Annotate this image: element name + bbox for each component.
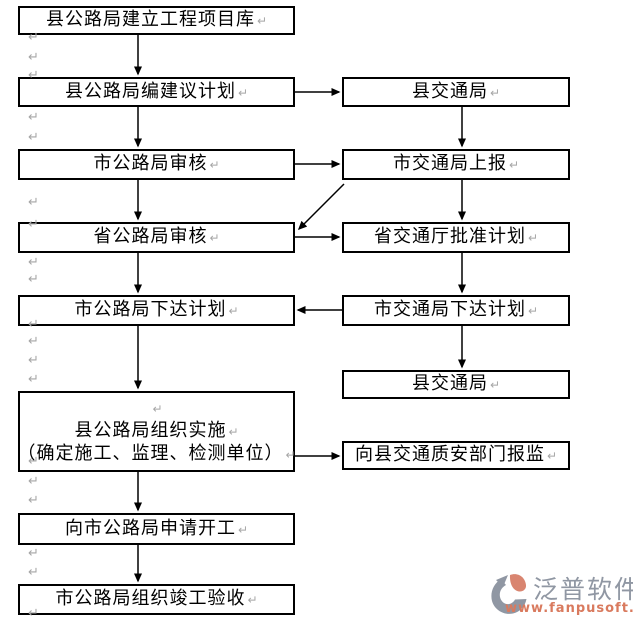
return-mark-icon: ↵: [228, 304, 239, 318]
return-mark-icon: ↵: [28, 454, 39, 469]
return-mark-icon: ↵: [209, 231, 220, 245]
flow-node-city-highway-review: 市公路局审核↵: [18, 149, 295, 180]
flow-node-province-transport-approve: 省交通厅批准计划↵: [342, 222, 570, 253]
return-mark-icon: ↵: [527, 304, 539, 318]
node-label: 向市公路局申请开工: [64, 517, 236, 539]
flow-node-city-transport-issue-plan: 市交通局下达计划↵: [342, 295, 570, 326]
node-label: 县交通局: [411, 373, 488, 394]
return-mark-icon: ↵: [285, 447, 296, 462]
return-mark-icon: ↵: [256, 14, 268, 28]
return-mark-icon: ↵: [28, 50, 39, 65]
flow-node-apply-start-construction: 向市公路局申请开工↵: [18, 513, 295, 545]
node-label: 县公路局组织实施: [74, 419, 227, 441]
return-mark-icon: ↵: [28, 130, 39, 145]
return-mark-icon: ↵: [28, 272, 39, 287]
brand-name: 泛普软件: [533, 575, 633, 604]
node-label: 市交通局下达计划: [373, 299, 526, 320]
return-mark-icon: ↵: [28, 606, 39, 621]
return-mark-icon: ↵: [28, 30, 39, 45]
return-mark-icon: ↵: [152, 401, 163, 416]
return-mark-icon: ↵: [508, 158, 520, 172]
return-mark-icon: ↵: [489, 85, 501, 100]
return-mark-icon: ↵: [28, 493, 39, 508]
node-label: 市公路局审核: [93, 153, 208, 174]
return-mark-icon: ↵: [28, 317, 39, 332]
flow-node-city-highway-issue-plan: 市公路局下达计划↵: [18, 295, 295, 326]
flow-node-completion-acceptance: 市公路局组织竣工验收↵: [18, 584, 295, 615]
node-label: （确定施工、监理、检测单位）: [17, 442, 284, 464]
return-mark-icon: ↵: [28, 195, 39, 210]
flow-node-county-transport-bureau-2: 县交通局↵: [342, 370, 570, 399]
node-label: 向县交通质安部门报监: [354, 444, 545, 465]
fanpu-logo-icon: [491, 574, 527, 614]
return-mark-icon: ↵: [28, 353, 39, 368]
flow-node-county-highway-project-db: 县公路局建立工程项目库↵: [18, 6, 295, 35]
node-label: 省公路局审核: [93, 226, 208, 247]
return-mark-icon: ↵: [28, 68, 39, 83]
flow-node-county-transport-bureau: 县交通局↵: [342, 77, 570, 107]
flow-node-county-highway-implementation: ↵县公路局组织实施↵（确定施工、监理、检测单位）↵: [17, 391, 296, 472]
return-mark-icon: ↵: [237, 85, 249, 100]
flow-arrow-16: [297, 183, 345, 231]
return-mark-icon: ↵: [28, 474, 39, 489]
return-mark-icon: ↵: [28, 372, 39, 387]
return-mark-icon: ↵: [546, 449, 558, 463]
flow-node-city-transport-report: 市交通局上报↵: [342, 149, 570, 180]
node-label: 市公路局组织竣工验收: [55, 588, 246, 609]
return-mark-icon: ↵: [28, 217, 39, 232]
return-mark-icon: ↵: [28, 565, 39, 580]
return-mark-icon: ↵: [209, 158, 220, 172]
flow-node-county-highway-plan-proposal: 县公路局编建议计划↵: [18, 77, 295, 107]
return-mark-icon: ↵: [237, 522, 249, 537]
flow-node-province-highway-review: 省公路局审核↵: [18, 222, 295, 253]
return-mark-icon: ↵: [28, 546, 39, 561]
node-label: 县公路局建立工程项目库: [45, 9, 255, 30]
return-mark-icon: ↵: [228, 424, 239, 439]
brand-watermark: 泛普软件 www.fanpusoft.com: [489, 568, 633, 620]
return-mark-icon: ↵: [489, 378, 501, 392]
node-label: 县交通局: [411, 80, 488, 102]
brand-url: www.fanpusoft.com: [505, 601, 633, 616]
return-mark-icon: ↵: [28, 334, 39, 349]
flow-node-report-quality-safety-dept: 向县交通质安部门报监↵: [342, 441, 570, 470]
return-mark-icon: ↵: [527, 231, 539, 245]
node-label: 县公路局编建议计划: [64, 80, 236, 102]
node-label: 市交通局上报: [392, 153, 507, 174]
return-mark-icon: ↵: [28, 110, 39, 125]
node-label: 市公路局下达计划: [74, 299, 227, 320]
return-mark-icon: ↵: [28, 255, 39, 270]
return-mark-icon: ↵: [247, 593, 258, 607]
node-label: 省交通厅批准计划: [373, 226, 526, 247]
